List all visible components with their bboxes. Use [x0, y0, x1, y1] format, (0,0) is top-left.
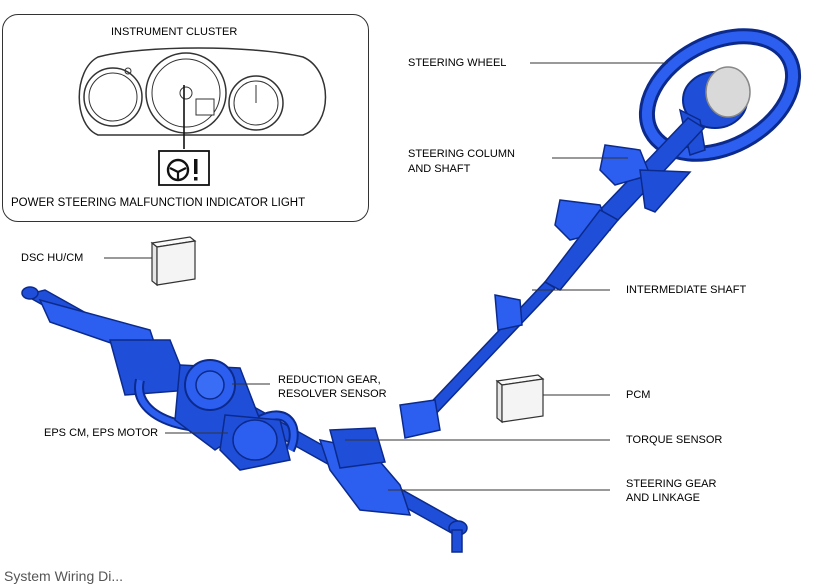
- dsc-module-box: [150, 236, 197, 287]
- label-reduction-gear-line2: RESOLVER SENSOR: [278, 388, 387, 400]
- steering-wheel-warning-icon: [166, 158, 198, 182]
- instrument-cluster-inset: INSTRUMENT CLUSTER POWER STEERING MALFUN…: [2, 14, 369, 222]
- indicator-light-caption: POWER STEERING MALFUNCTION INDICATOR LIG…: [11, 197, 306, 209]
- label-intermediate-shaft: INTERMEDIATE SHAFT: [626, 284, 747, 296]
- instrument-cluster-title: INSTRUMENT CLUSTER: [111, 26, 238, 38]
- label-eps: EPS CM, EPS MOTOR: [44, 427, 159, 439]
- label-pcm: PCM: [626, 389, 651, 401]
- label-steering-column-line2: AND SHAFT: [408, 163, 471, 175]
- footer-text: System Wiring Di...: [4, 568, 124, 584]
- steering-wheel: [638, 28, 802, 162]
- label-torque-sensor: TORQUE SENSOR: [626, 434, 723, 446]
- label-reduction-gear-line1: REDUCTION GEAR,: [278, 374, 381, 386]
- pcm-module-box: [495, 374, 545, 424]
- instrument-cluster-drawing: [78, 47, 327, 186]
- label-steering-gear-line2: AND LINKAGE: [626, 492, 700, 504]
- label-steering-wheel: STEERING WHEEL: [408, 57, 507, 69]
- intermediate-shaft: [399, 281, 557, 439]
- label-steering-column-line1: STEERING COLUMN: [408, 148, 515, 160]
- leader-lines: [104, 62, 668, 491]
- label-dsc: DSC HU/CM: [21, 252, 84, 264]
- steering-column: [543, 117, 706, 291]
- eps-motor-assembly: [134, 359, 299, 471]
- label-steering-gear-line1: STEERING GEAR: [626, 478, 717, 490]
